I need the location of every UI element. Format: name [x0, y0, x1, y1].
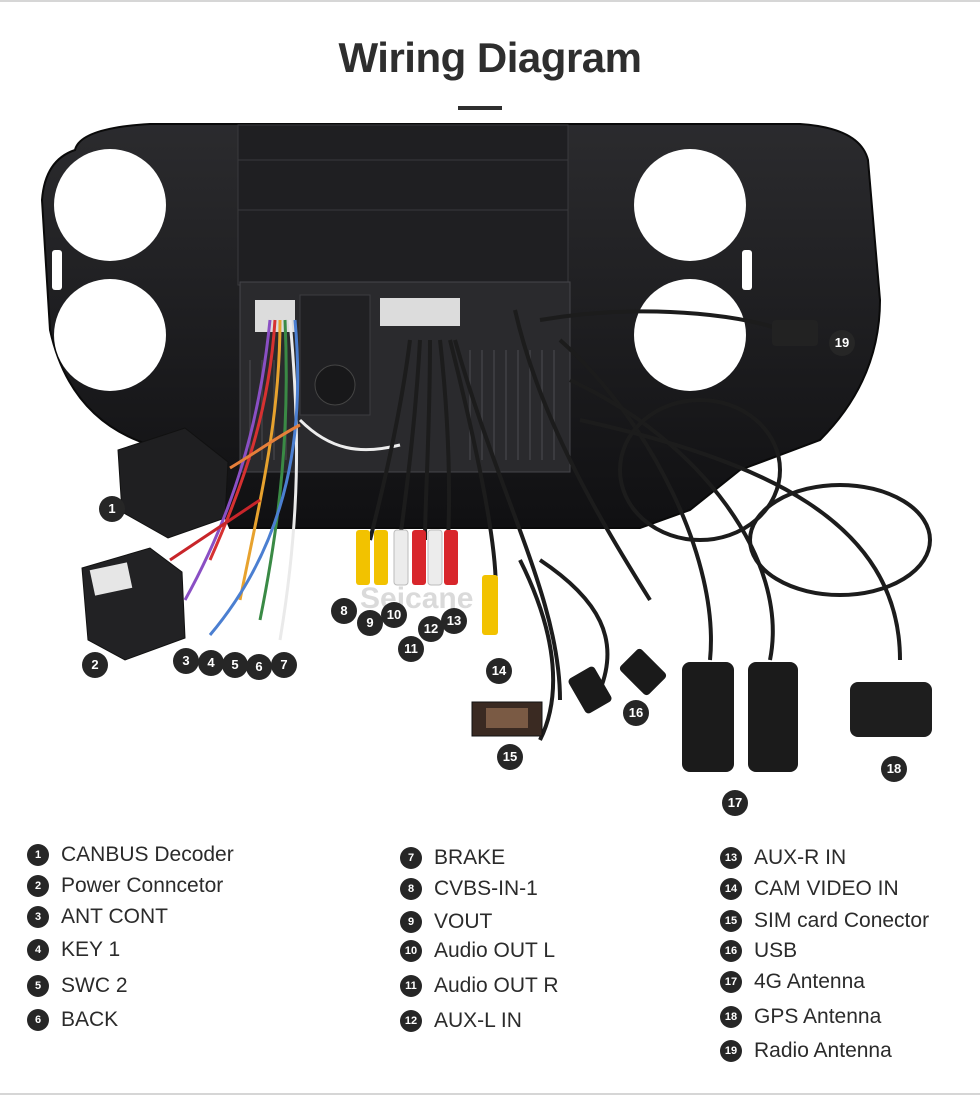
rca-connectors — [356, 529, 498, 635]
legend-label: CAM VIDEO IN — [754, 877, 899, 900]
callout-6: 6 — [246, 654, 272, 680]
legend-item-4: 4 KEY 1 — [27, 938, 120, 962]
legend-number: 4 — [27, 939, 49, 961]
callout-15: 15 — [497, 744, 523, 770]
callout-5: 5 — [222, 652, 248, 678]
legend-label: Audio OUT R — [434, 974, 559, 997]
legend-number: 15 — [720, 910, 742, 932]
legend-number: 8 — [400, 878, 422, 900]
legend-item-3: 3 ANT CONT — [27, 905, 168, 929]
legend-number: 10 — [400, 940, 422, 962]
callout-8: 8 — [331, 598, 357, 624]
legend-number: 11 — [400, 975, 422, 997]
legend-number: 5 — [27, 975, 49, 997]
callout-12: 12 — [418, 616, 444, 642]
legend-label: Radio Antenna — [754, 1039, 892, 1062]
legend-item-11: 11 Audio OUT R — [400, 974, 559, 998]
usb-plugs — [568, 648, 667, 714]
legend-number: 17 — [720, 971, 742, 993]
legend-item-15: 15 SIM card Conector — [720, 909, 929, 933]
legend-label: KEY 1 — [61, 938, 121, 961]
callout-19: 19 — [829, 330, 855, 356]
legend-number: 9 — [400, 911, 422, 933]
4g-antenna — [682, 662, 798, 772]
legend-label: AUX-L IN — [434, 1009, 522, 1032]
legend-label: Audio OUT L — [434, 939, 556, 962]
legend-number: 3 — [27, 906, 49, 928]
wiring-illustration-svg: Seicane — [40, 123, 932, 772]
legend-label: USB — [754, 939, 798, 962]
wiring-illustration: Seicane 1 2 3 4 5 6 7 8 9 10 11 12 13 14… — [0, 118, 980, 828]
legend-item-17: 17 4G Antenna — [720, 970, 865, 994]
legend-item-14: 14 CAM VIDEO IN — [720, 877, 899, 901]
legend-label: 4G Antenna — [754, 970, 865, 993]
legend-number: 16 — [720, 940, 742, 962]
legend-item-2: 2 Power Conncetor — [27, 874, 223, 898]
signal-cables — [368, 309, 932, 741]
callout-4: 4 — [198, 650, 224, 676]
legend-number: 12 — [400, 1010, 422, 1032]
legend-number: 2 — [27, 875, 49, 897]
legend-item-19: 19 Radio Antenna — [720, 1039, 892, 1063]
legend-item-10: 10 Audio OUT L — [400, 939, 555, 963]
legend-number: 18 — [720, 1006, 742, 1028]
callout-3: 3 — [173, 648, 199, 674]
legend-label: SIM card Conector — [754, 909, 930, 932]
callout-14: 14 — [486, 658, 512, 684]
top-divider — [0, 0, 980, 2]
legend-label: SWC 2 — [61, 974, 128, 997]
callout-10: 10 — [381, 602, 407, 628]
page-title: Wiring Diagram — [338, 34, 643, 81]
legend-label: CANBUS Decoder — [61, 843, 234, 866]
legend-item-9: 9 VOUT — [400, 910, 492, 934]
callout-17: 17 — [722, 790, 748, 816]
gps-antenna — [850, 682, 932, 737]
canbus-decoder-box — [81, 427, 229, 661]
legend-item-6: 6 BACK — [27, 1008, 118, 1032]
callout-7: 7 — [271, 652, 297, 678]
legend-label: GPS Antenna — [754, 1005, 882, 1028]
legend-item-8: 8 CVBS-IN-1 — [400, 877, 538, 901]
radio-antenna-plug — [772, 320, 818, 346]
legend-label: BRAKE — [434, 846, 506, 869]
legend-number: 6 — [27, 1009, 49, 1031]
title-underline — [458, 106, 502, 110]
legend-number: 19 — [720, 1040, 742, 1062]
legend-number: 1 — [27, 844, 49, 866]
callout-11: 11 — [398, 636, 424, 662]
callout-2: 2 — [82, 652, 108, 678]
legend-item-7: 7 BRAKE — [400, 846, 505, 870]
legend-label: BACK — [61, 1008, 119, 1031]
callout-16: 16 — [623, 700, 649, 726]
legend-label: CVBS-IN-1 — [434, 877, 538, 900]
callout-18: 18 — [881, 756, 907, 782]
legend-item-16: 16 USB — [720, 939, 797, 963]
callout-9: 9 — [357, 610, 383, 636]
legend-item-5: 5 SWC 2 — [27, 974, 128, 998]
legend-label: AUX-R IN — [754, 846, 847, 869]
legend-label: Power Conncetor — [61, 874, 224, 897]
legend-number: 7 — [400, 847, 422, 869]
legend-item-18: 18 GPS Antenna — [720, 1005, 881, 1029]
legend-item-12: 12 AUX-L IN — [400, 1009, 522, 1033]
bottom-divider — [0, 1093, 980, 1095]
sim-connector — [471, 701, 543, 737]
legend-label: VOUT — [434, 910, 493, 933]
legend-number: 13 — [720, 847, 742, 869]
legend-item-1: 1 CANBUS Decoder — [27, 843, 234, 867]
power-harness-wires — [169, 319, 401, 641]
legend-label: ANT CONT — [61, 905, 168, 928]
legend-number: 14 — [720, 878, 742, 900]
callout-13: 13 — [441, 608, 467, 634]
legend-item-13: 13 AUX-R IN — [720, 846, 846, 870]
callout-1: 1 — [99, 496, 125, 522]
